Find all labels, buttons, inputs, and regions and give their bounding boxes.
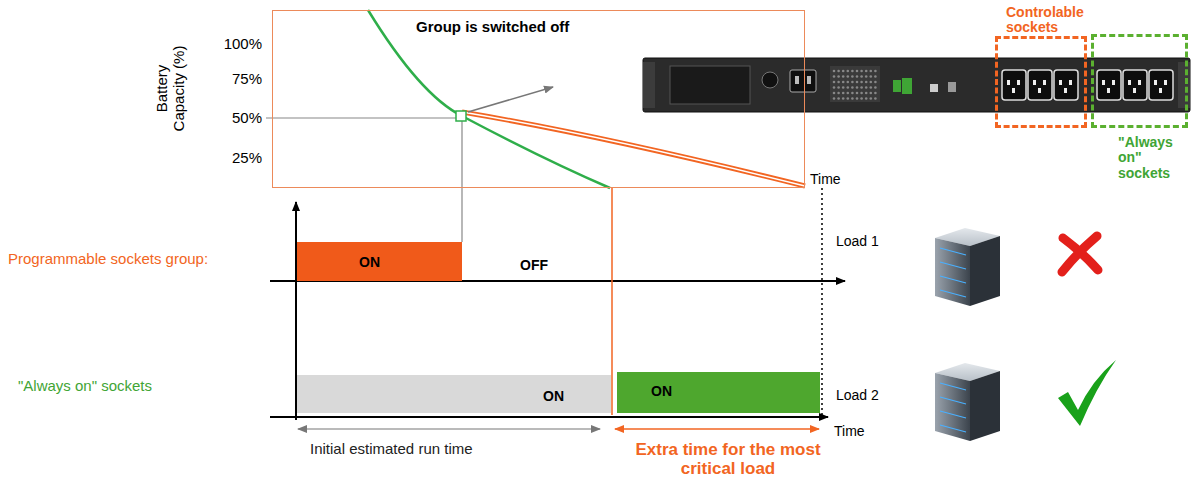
controllable-sockets-group: Controlable sockets bbox=[995, 36, 1087, 128]
axis-tick: 75% bbox=[206, 71, 262, 88]
guide-line bbox=[461, 118, 462, 242]
on-bar: ON bbox=[617, 372, 820, 413]
server-icon bbox=[935, 363, 1000, 441]
node-text: "Always on" sockets bbox=[1118, 135, 1192, 181]
extended-curve bbox=[462, 112, 805, 186]
switch-point bbox=[456, 111, 466, 121]
always-on-sockets-group: "Always on" sockets bbox=[1091, 34, 1188, 128]
node-text: ON bbox=[359, 255, 380, 270]
red-cross bbox=[1062, 236, 1098, 272]
axis-label: Time bbox=[834, 424, 865, 439]
load-label: Load 2 bbox=[836, 388, 879, 403]
row-label: "Always on" sockets bbox=[18, 378, 152, 395]
load-label: Load 1 bbox=[836, 234, 879, 249]
runtime-curve bbox=[368, 10, 610, 188]
battery-chart-frame: Group is switched off bbox=[272, 10, 805, 188]
extended-curve-inner bbox=[462, 112, 805, 186]
ups-rear-panel bbox=[643, 58, 1190, 112]
extra-time-arrow bbox=[615, 428, 819, 430]
timeline-axes bbox=[270, 188, 845, 429]
callout-arrow bbox=[468, 87, 553, 112]
green-check bbox=[1058, 360, 1116, 426]
axis-tick: 50% bbox=[206, 110, 262, 127]
duration-label: Initial estimated run time bbox=[310, 441, 473, 458]
chart-curves bbox=[266, 10, 805, 242]
on-bar: ON bbox=[297, 242, 462, 281]
axis-tick: 100% bbox=[206, 36, 262, 53]
state-label: OFF bbox=[520, 258, 548, 273]
node-text: ON bbox=[651, 384, 672, 399]
node-text: Group is switched off bbox=[416, 19, 569, 36]
server-icon bbox=[935, 228, 1000, 306]
node-text: ON bbox=[543, 389, 564, 404]
runtime-arrow bbox=[298, 428, 600, 429]
axis-title: Battery Capacity (%) bbox=[154, 41, 187, 137]
node-text: Controlable sockets bbox=[1006, 5, 1096, 36]
on-bar: ON bbox=[297, 375, 611, 413]
row-label: Programmable sockets group: bbox=[8, 251, 208, 268]
axis-tick: 25% bbox=[206, 150, 262, 167]
axis-label: Time bbox=[810, 172, 841, 187]
duration-label: Extra time for the most critical load bbox=[612, 441, 844, 478]
guide-line bbox=[266, 117, 462, 118]
